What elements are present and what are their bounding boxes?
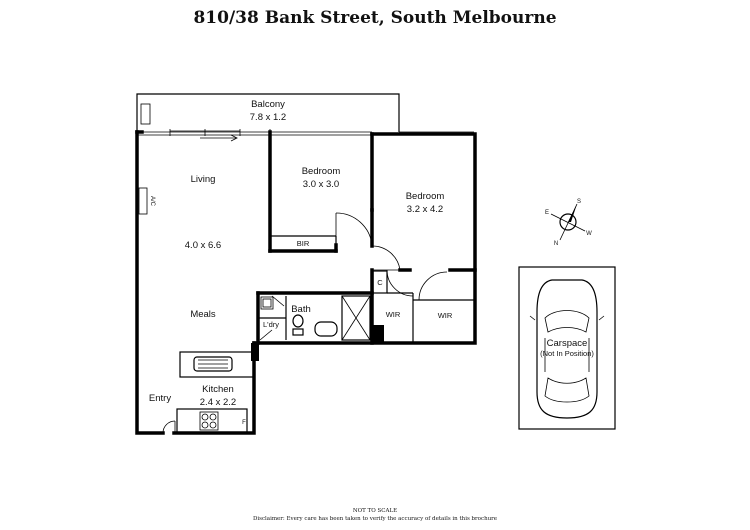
meals-label: Meals bbox=[190, 309, 216, 320]
balcony-size: 7.8 x 1.2 bbox=[250, 112, 286, 123]
wir1-label: WIR bbox=[386, 310, 401, 319]
kitchen-label: Kitchen bbox=[202, 384, 234, 395]
carspace-note: (Not In Position) bbox=[540, 349, 594, 358]
bedroom1-walls bbox=[268, 130, 374, 253]
entry-label: Entry bbox=[149, 393, 171, 404]
compass-w: W bbox=[586, 231, 592, 237]
ac-unit bbox=[138, 187, 148, 215]
balcony-label: Balcony bbox=[251, 99, 285, 110]
carspace: Carspace (Not In Position) bbox=[518, 266, 616, 430]
exterior-walls bbox=[135, 130, 477, 435]
bedroom1-label: Bedroom bbox=[302, 166, 341, 177]
ac-label: A/C bbox=[149, 196, 155, 207]
wir-area bbox=[372, 269, 475, 343]
compass-s: S bbox=[577, 199, 581, 205]
scale-note: NOT TO SCALE bbox=[352, 508, 398, 514]
laundry-label: L'dry bbox=[263, 320, 279, 329]
carspace-label: Carspace bbox=[547, 338, 588, 349]
disclaimer: Disclaimer: Every care has been taken to… bbox=[252, 516, 498, 522]
cupboard-label: C bbox=[377, 278, 383, 287]
car-icon bbox=[529, 279, 605, 419]
bedroom2-label: Bedroom bbox=[406, 191, 445, 202]
kitchen bbox=[176, 343, 259, 434]
bath-laundry bbox=[256, 291, 374, 345]
compass-n: N bbox=[554, 241, 558, 247]
bedroom2-size: 3.2 x 4.2 bbox=[407, 204, 443, 215]
compass-e: E bbox=[545, 210, 549, 216]
fridge-label: F bbox=[242, 420, 246, 426]
kitchen-size: 2.4 x 2.2 bbox=[200, 397, 236, 408]
living-label: Living bbox=[191, 174, 216, 185]
compass-icon: N E S W bbox=[545, 199, 592, 247]
entry-door bbox=[162, 420, 176, 434]
balcony bbox=[136, 93, 474, 136]
bir-label: BIR bbox=[297, 239, 310, 248]
plan-title: 810/38 Bank Street, South Melbourne bbox=[193, 8, 557, 28]
living-size: 4.0 x 6.6 bbox=[185, 240, 221, 251]
wir2-label: WIR bbox=[438, 311, 453, 320]
bath-label: Bath bbox=[291, 304, 311, 315]
bedroom1-size: 3.0 x 3.0 bbox=[303, 179, 339, 190]
